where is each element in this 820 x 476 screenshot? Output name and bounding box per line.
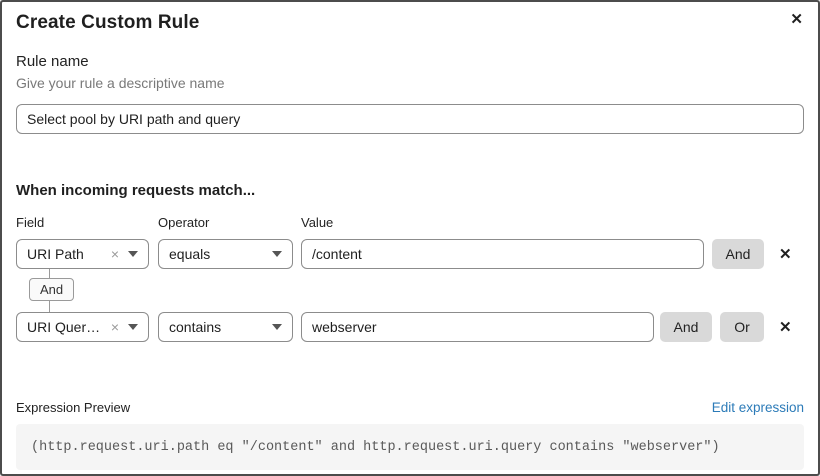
chevron-down-icon bbox=[272, 251, 282, 257]
operator-select-row1[interactable]: equals bbox=[158, 239, 293, 269]
rule-name-input[interactable] bbox=[16, 104, 804, 134]
chevron-down-icon bbox=[272, 324, 282, 330]
rule-name-section: Rule name Give your rule a descriptive n… bbox=[16, 53, 804, 134]
field-select-row1[interactable]: URI Path × bbox=[16, 239, 149, 269]
condition-row: URI Query St... × contains And Or ✕ bbox=[16, 312, 804, 342]
operator-select-value: equals bbox=[169, 246, 211, 262]
edit-expression-link[interactable]: Edit expression bbox=[711, 400, 804, 415]
clear-selection-icon[interactable]: × bbox=[110, 246, 119, 262]
or-button-row2[interactable]: Or bbox=[720, 312, 764, 342]
chevron-down-icon bbox=[128, 251, 138, 257]
and-button-row2[interactable]: And bbox=[660, 312, 712, 342]
connector-line bbox=[49, 301, 50, 312]
rule-name-label: Rule name bbox=[16, 53, 89, 70]
operator-select-row2[interactable]: contains bbox=[158, 312, 293, 342]
delete-row-icon[interactable]: ✕ bbox=[779, 318, 792, 336]
connector-and-chip[interactable]: And bbox=[29, 278, 75, 301]
operator-select-value: contains bbox=[169, 319, 222, 335]
page-title: Create Custom Rule bbox=[16, 12, 200, 33]
column-labels: Field Operator Value bbox=[16, 215, 804, 230]
value-input-row2[interactable] bbox=[301, 312, 654, 342]
expression-preview-header: Expression Preview Edit expression bbox=[16, 400, 804, 415]
and-button-row1[interactable]: And bbox=[712, 239, 764, 269]
chevron-down-icon bbox=[128, 324, 138, 330]
expression-preview-label: Expression Preview bbox=[16, 400, 131, 415]
match-heading: When incoming requests match... bbox=[16, 182, 256, 199]
condition-connector: And bbox=[16, 269, 804, 312]
field-column-label: Field bbox=[16, 215, 45, 230]
clear-selection-icon[interactable]: × bbox=[110, 319, 119, 335]
field-select-row2[interactable]: URI Query St... × bbox=[16, 312, 149, 342]
delete-row-icon[interactable]: ✕ bbox=[779, 245, 792, 263]
expression-code-block: (http.request.uri.path eq "/content" and… bbox=[16, 424, 804, 470]
condition-row: URI Path × equals And ✕ bbox=[16, 239, 804, 269]
rule-name-helper: Give your rule a descriptive name bbox=[16, 75, 225, 91]
connector-line bbox=[49, 269, 50, 278]
operator-column-label: Operator bbox=[158, 215, 210, 230]
field-select-value: URI Query St... bbox=[27, 319, 105, 335]
value-column-label: Value bbox=[301, 215, 334, 230]
field-select-value: URI Path bbox=[27, 246, 84, 262]
close-icon[interactable]: ✕ bbox=[790, 11, 803, 28]
value-input-row1[interactable] bbox=[301, 239, 704, 269]
